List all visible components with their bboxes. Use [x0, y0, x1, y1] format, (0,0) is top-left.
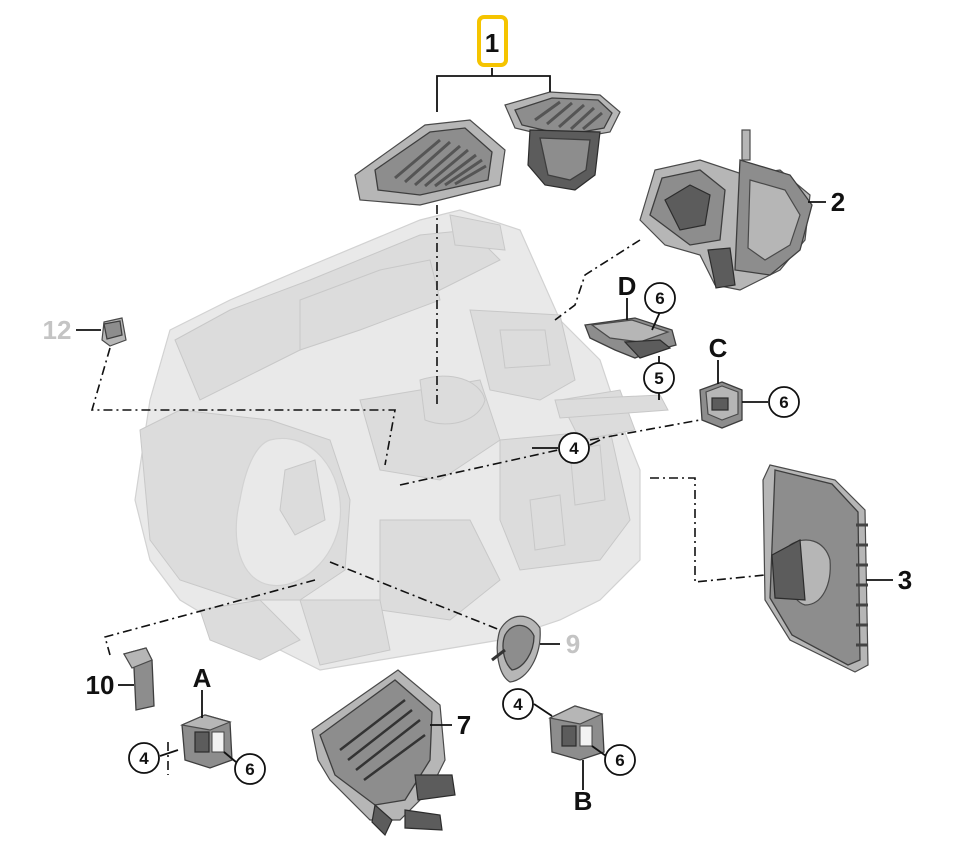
part-1-module-right — [504, 91, 621, 191]
part-b-clip — [548, 705, 605, 761]
labels: 1 2 3 7 9 10 12 A B C D 4 4 4 5 6 — [43, 15, 912, 816]
part-d-bracket — [584, 317, 677, 359]
part-1-module-left — [354, 119, 506, 206]
svg-text:5: 5 — [654, 369, 663, 388]
part-9-bulb-socket — [491, 615, 541, 683]
callout-1: 1 — [485, 28, 499, 58]
circle-4-center: 4 — [558, 432, 590, 464]
callout-2: 2 — [831, 187, 845, 217]
letter-b: B — [574, 786, 593, 816]
assembly-line-4 — [399, 449, 559, 486]
part-2-projector-module — [639, 129, 813, 291]
part-12-cap — [101, 317, 127, 347]
leader-4-center-right — [589, 439, 601, 446]
circle-5: 5 — [643, 362, 675, 394]
leader-4-left — [159, 749, 179, 757]
svg-text:6: 6 — [615, 751, 624, 770]
leader-lines — [76, 68, 893, 790]
svg-text:6: 6 — [245, 760, 254, 779]
part-10-bracket — [122, 647, 155, 711]
letter-d: D — [618, 271, 637, 301]
svg-text:4: 4 — [139, 749, 149, 768]
callout-9: 9 — [566, 629, 580, 659]
circle-6-b: 6 — [604, 744, 636, 776]
svg-text:6: 6 — [655, 289, 664, 308]
letter-a: A — [193, 663, 212, 693]
letter-c: C — [709, 333, 728, 363]
part-3-control-unit — [762, 464, 869, 673]
circle-6-a: 6 — [234, 753, 266, 785]
callout-10: 10 — [86, 670, 115, 700]
leader-1-bracket — [436, 75, 551, 112]
circle-4-left: 4 — [128, 742, 160, 774]
svg-text:6: 6 — [779, 393, 788, 412]
assembly-line-9 — [329, 561, 501, 631]
leader-6-b — [591, 745, 607, 757]
part-c-clip — [699, 381, 743, 429]
circle-4-right: 4 — [502, 688, 534, 720]
part-7-led-heatsink — [311, 669, 456, 837]
leader-6-a — [223, 751, 237, 763]
callout-7: 7 — [457, 710, 471, 740]
leader-4-right — [533, 703, 553, 717]
part-1-highlight-box — [477, 15, 508, 67]
callout-3: 3 — [898, 565, 912, 595]
assembly-line-12 — [90, 347, 396, 466]
circle-6-d: 6 — [644, 282, 676, 314]
assembly-line-3 — [650, 477, 766, 583]
callout-12: 12 — [43, 315, 72, 345]
svg-text:4: 4 — [569, 439, 579, 458]
leader-6-d — [651, 311, 661, 331]
circle-6-c: 6 — [768, 386, 800, 418]
part-a-clip — [179, 714, 233, 769]
svg-text:4: 4 — [513, 695, 523, 714]
assembly-line-10 — [104, 579, 316, 656]
part-5-retaining-strip — [554, 394, 669, 419]
assembly-line-2 — [554, 239, 641, 321]
